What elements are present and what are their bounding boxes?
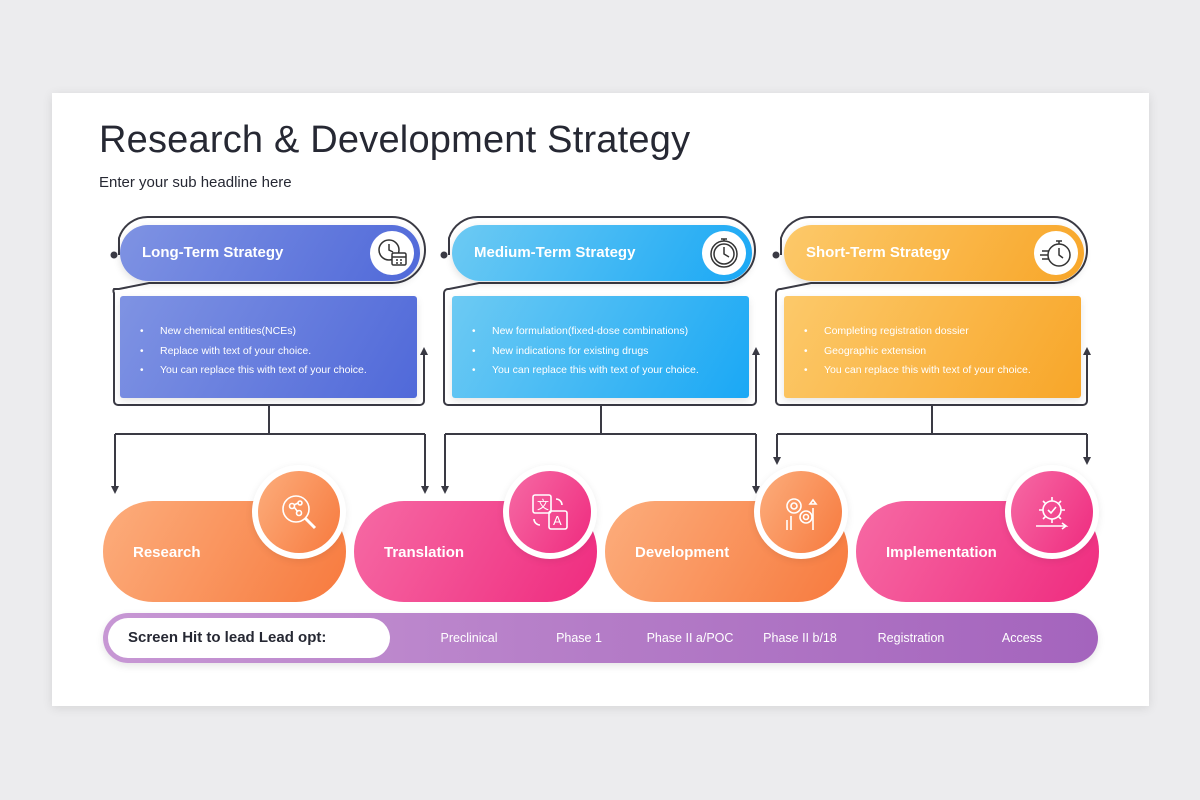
bullet-item: You can replace this with text of your c…	[472, 361, 699, 381]
magnifier-molecule-icon	[258, 471, 340, 553]
strategy-label: Short-Term Strategy	[806, 244, 950, 261]
translate-icon: 文 A	[509, 471, 591, 553]
strategy-card-short-term: Completing registration dossier Geograph…	[784, 296, 1081, 398]
bullet-list: New formulation(fixed-dose combinations)…	[472, 322, 699, 381]
loop-start-dot	[772, 251, 780, 259]
bullet-list: New chemical entities(NCEs) Replace with…	[140, 322, 367, 381]
stage-label: Access	[1001, 631, 1043, 645]
pipeline-lead-box: Screen Hit to lead Lead opt:	[108, 618, 390, 658]
branch-medium-term	[445, 405, 756, 435]
phase-label: Translation	[384, 544, 465, 561]
strategy-pill-long-term: Long-Term Strategy	[120, 225, 420, 281]
bullet-item: New indications for existing drugs	[472, 342, 699, 362]
phase-label: Implementation	[886, 544, 997, 561]
bullet-item: Completing registration dossier	[804, 322, 1031, 342]
connector-lines	[110, 215, 1091, 494]
phase-icon-badge	[754, 465, 848, 559]
stopwatch-icon	[702, 231, 746, 275]
phase-implementation: Implementation	[856, 465, 1099, 602]
loop-start-dot	[440, 251, 448, 259]
development-gears-icon	[760, 471, 842, 553]
phase-development: Development	[605, 465, 848, 602]
pipeline-lead-label: Screen Hit to lead Lead opt:	[128, 629, 327, 646]
page-subtitle: Enter your sub headline here	[99, 174, 292, 191]
bullet-item: You can replace this with text of your c…	[140, 361, 367, 381]
slide: Research & Development Strategy Enter yo…	[52, 93, 1149, 706]
strategy-card-long-term: New chemical entities(NCEs) Replace with…	[120, 296, 417, 398]
loop-short-term	[775, 215, 1091, 406]
phase-label: Research	[133, 544, 201, 561]
bullet-item: Replace with text of your choice.	[140, 342, 367, 362]
stage-label: Phase II a/POC	[646, 631, 734, 645]
phase-label: Development	[635, 544, 730, 561]
stage-label: Preclinical	[440, 631, 498, 645]
phase-icon-badge: 文 A	[503, 465, 597, 559]
loop-start-dot	[110, 251, 118, 259]
strategy-label: Long-Term Strategy	[142, 244, 284, 261]
branch-short-term	[777, 405, 1087, 435]
svg-text:A: A	[553, 513, 562, 528]
fast-timer-icon	[1034, 231, 1078, 275]
phase-translation: Translation 文 A	[354, 465, 597, 602]
stage-label: Phase 1	[556, 631, 602, 645]
phase-icon-badge	[252, 465, 346, 559]
strategy-pill-medium-term: Medium-Term Strategy	[452, 225, 752, 281]
branch-long-term	[114, 405, 426, 491]
pipeline-bar: Screen Hit to lead Lead opt: Preclinical…	[103, 613, 1098, 663]
strategy-label: Medium-Term Strategy	[474, 244, 636, 261]
phase-research: Research	[103, 465, 346, 602]
page-title: Research & Development Strategy	[99, 119, 691, 161]
loop-long-term	[112, 215, 428, 406]
bullet-item: Geographic extension	[804, 342, 1031, 362]
strategy-card-medium-term: New formulation(fixed-dose combinations)…	[452, 296, 749, 398]
svg-text:文: 文	[537, 497, 549, 512]
calendar-clock-icon	[370, 231, 414, 275]
gear-check-icon	[1011, 471, 1093, 553]
bullet-item: New formulation(fixed-dose combinations)	[472, 322, 699, 342]
bullet-list: Completing registration dossier Geograph…	[804, 322, 1031, 381]
bullet-item: You can replace this with text of your c…	[804, 361, 1031, 381]
bullet-item: New chemical entities(NCEs)	[140, 322, 367, 342]
stage-label: Phase II b/18	[763, 631, 837, 645]
loop-medium-term	[443, 215, 760, 406]
stage-label: Registration	[877, 631, 945, 645]
strategy-pill-short-term: Short-Term Strategy	[784, 225, 1084, 281]
phase-icon-badge	[1005, 465, 1099, 559]
